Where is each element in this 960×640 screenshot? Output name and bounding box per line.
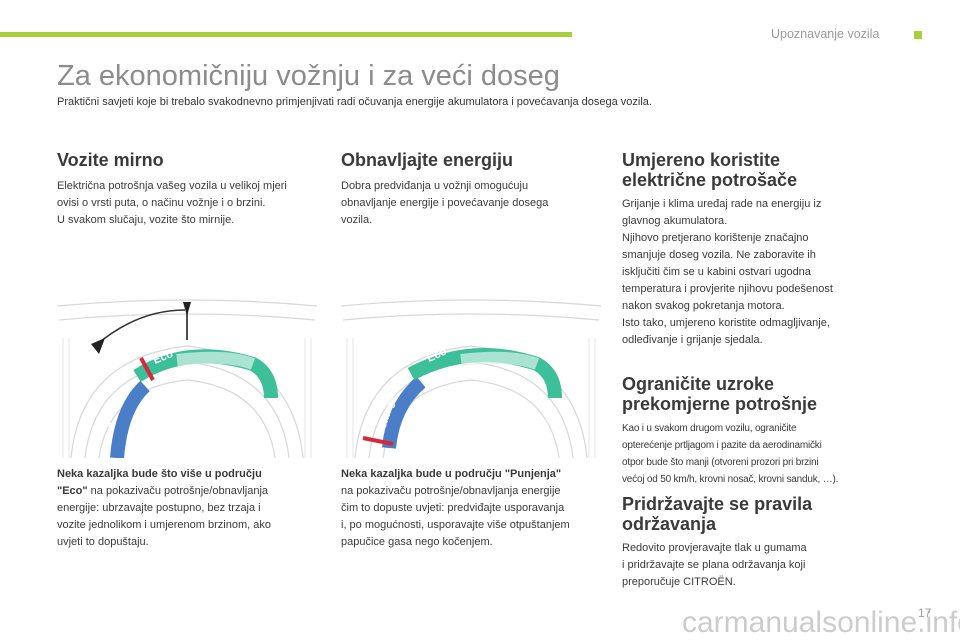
text-line: ovisi o vrsti puta, o načinu vožnje i o …: [57, 197, 266, 209]
caption-line: energije: ubrzavajte postupno, bez trzaj…: [57, 502, 261, 514]
text-regenerate: Dobra predviđanja u vožnji omogućuju obn…: [341, 178, 611, 229]
text-line: i pridržavajte se plana održavanja koji: [622, 559, 806, 571]
section-consumers: Umjereno koristite električne potrošače …: [622, 150, 912, 349]
text-line: vozila.: [341, 214, 373, 226]
heading-regenerate: Obnavljajte energiju: [341, 150, 514, 170]
text-line: Njihovo pretjerano korištenje značajno: [622, 232, 809, 244]
heading-line: Umjereno koristite: [622, 150, 781, 170]
text-line: Grijanje i klima uređaj rade na energiju…: [622, 198, 822, 210]
page-title: Za ekonomičniju vožnju i za veći doseg: [57, 60, 560, 92]
section-drive-calmly: Vozite mirno Električna potrošnja vašeg …: [57, 150, 327, 229]
heading-line: Pridržavajte se pravila: [622, 494, 813, 514]
gauge-eco-illustration: Eco Charge: [57, 299, 317, 458]
text-line: otpor bude što manji (otvoreni prozori p…: [622, 457, 819, 468]
header-accent-bar: [0, 32, 572, 37]
heading-excess-consumption: Ograničite uzroke prekomjerne potrošnje: [622, 374, 912, 414]
text-drive-calmly: Električna potrošnja vašeg vozila u veli…: [57, 178, 327, 229]
caption-bold: Neka kazaljka bude u području "Punjenja": [341, 468, 562, 480]
text-line: temperatura i provjerite njihovu podešen…: [622, 283, 833, 295]
page-intro: Praktični savjeti koje bi trebalo svakod…: [57, 96, 652, 108]
heading-line: prekomjerne potrošnje: [622, 394, 818, 414]
text-consumers: Grijanje i klima uređaj rade na energiju…: [622, 196, 912, 349]
text-line: Redovito provjeravajte tlak u gumama: [622, 542, 807, 554]
text-line: većoj od 50 km/h, krovni nosač, krovni s…: [622, 474, 839, 485]
section-label: Upoznavanje vozila: [771, 27, 880, 41]
caption-charge: Neka kazaljka bude u području "Punjenja"…: [341, 466, 611, 551]
caption-line: papučice gasa nego kočenjem.: [341, 536, 493, 548]
caption-line: čim to dopuste uvjeti: predviđajte uspor…: [341, 502, 565, 514]
caption-eco-text: Neka kazaljka bude što više u području "…: [57, 466, 327, 551]
caption-bold: "Eco": [57, 485, 88, 497]
heading-line: održavanja: [622, 514, 717, 534]
section-marker-square: [914, 31, 922, 39]
section-excess-consumption: Ograničite uzroke prekomjerne potrošnje …: [622, 374, 912, 488]
text-line: glavnog akumulatora.: [622, 215, 728, 227]
text-excess-consumption: Kao i u svakom drugom vozilu, ograničite…: [622, 420, 912, 488]
caption-line: na pokazivaču potrošnje/obnavljanja ener…: [341, 485, 561, 497]
text-line: preporučuje CITROËN.: [622, 576, 736, 588]
caption-eco: Neka kazaljka bude što više u području "…: [57, 466, 327, 551]
heading-line: Ograničite uzroke: [622, 374, 775, 394]
heading-consumers: Umjereno koristite električne potrošače: [622, 150, 912, 190]
text-line: opterećenje prtljagom i pazite da aerodi…: [622, 440, 822, 451]
heading-line: električne potrošače: [622, 170, 798, 190]
heading-maintenance: Pridržavajte se pravila održavanja: [622, 494, 912, 534]
heading-drive-calmly: Vozite mirno: [57, 150, 164, 170]
caption-charge-text: Neka kazaljka bude u području "Punjenja"…: [341, 466, 611, 551]
caption-line: uvjeti to dopuštaju.: [57, 536, 149, 548]
text-line: Kao i u svakom drugom vozilu, ograničite: [622, 423, 797, 434]
text-line: Isto tako, umjereno koristite odmagljiva…: [622, 317, 830, 329]
caption-line: na pokazivaču potrošnje/obnavljanja: [87, 485, 269, 497]
text-line: smanjuje doseg vozila. Ne zaboravite ih: [622, 249, 816, 261]
text-line: nakon svakog pokretanja motora.: [622, 300, 785, 312]
gauge-needle: [139, 357, 155, 381]
text-line: U svakom slučaju, vozite što mirnije.: [57, 214, 235, 226]
charge-band: [382, 376, 426, 449]
gauge-charge-illustration: Eco Charge: [341, 299, 601, 458]
text-line: Dobra predviđanja u vožnji omogućuju: [341, 180, 529, 192]
text-line: isključiti čim se u kabini ostvari ugodn…: [622, 266, 811, 278]
caption-line: vozite jednolikom i umjerenom brzinom, a…: [57, 519, 271, 531]
text-maintenance: Redovito provjeravajte tlak u gumama i p…: [622, 540, 912, 591]
gauge-needle: [362, 436, 394, 446]
charge-band: [110, 380, 150, 458]
section-regenerate: Obnavljajte energiju Dobra predviđanja u…: [341, 150, 611, 229]
text-line: Električna potrošnja vašeg vozila u veli…: [57, 180, 287, 192]
section-maintenance: Pridržavajte se pravila održavanja Redov…: [622, 494, 912, 591]
caption-line: i, po mogućnosti, usporavajte više otpuš…: [341, 519, 570, 531]
page-number: 17: [918, 606, 932, 620]
caption-bold: Neka kazaljka bude što više u području: [57, 468, 262, 480]
watermark: carmanualsonline.info: [682, 606, 960, 639]
text-line: obnavljanje energije i povećavanje doseg…: [341, 197, 549, 209]
text-line: odleđivanje i grijanje sjedala.: [622, 334, 763, 346]
